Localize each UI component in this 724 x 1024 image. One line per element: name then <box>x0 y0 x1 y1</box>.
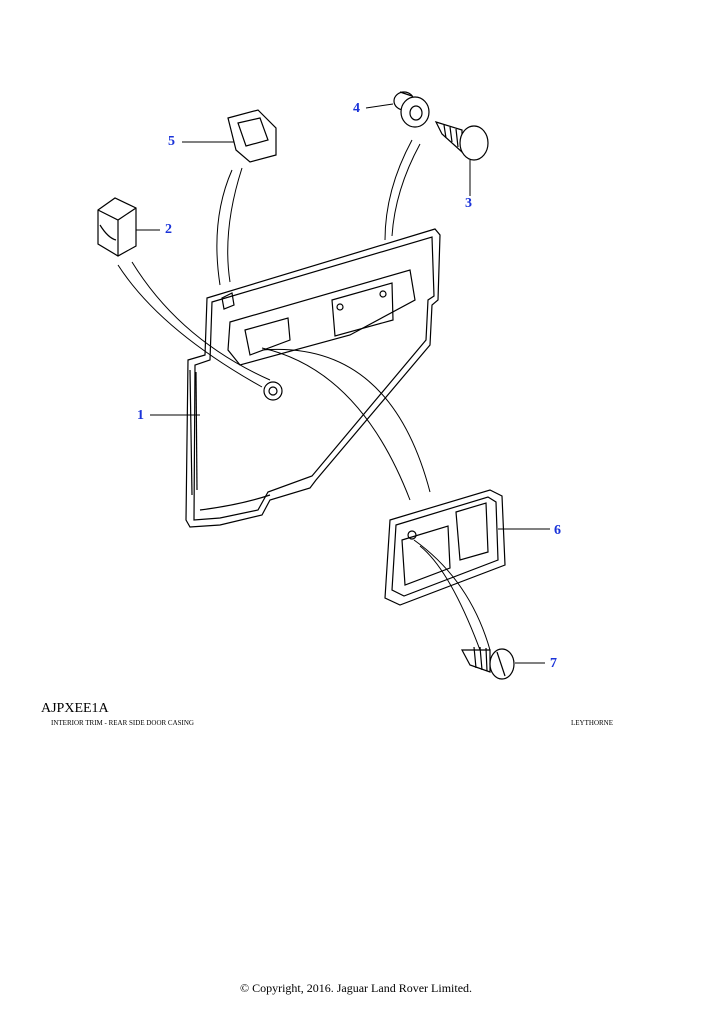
diagram-title: INTERIOR TRIM - REAR SIDE DOOR CASING <box>51 719 194 727</box>
location-label: LEYTHORNE <box>571 719 613 727</box>
callout-6[interactable]: 6 <box>554 523 561 538</box>
illustration-code: AJPXEE1A <box>41 701 109 716</box>
door-casing-panel <box>185 228 441 528</box>
callout-lines <box>136 103 550 664</box>
copyright-notice: © Copyright, 2016. Jaguar Land Rover Lim… <box>239 981 473 995</box>
callout-3[interactable]: 3 <box>465 196 472 211</box>
callout-7[interactable]: 7 <box>550 656 557 671</box>
screw-part-7 <box>461 646 515 680</box>
callout-5[interactable]: 5 <box>168 134 175 149</box>
retainer-part-5 <box>227 109 277 163</box>
leader-arcs <box>117 139 491 651</box>
callout-2[interactable]: 2 <box>165 222 172 237</box>
callout-1[interactable]: 1 <box>137 408 144 423</box>
grommet-part-4 <box>393 91 430 128</box>
handle-bezel-part-6 <box>384 489 506 606</box>
push-clip-part-3 <box>434 121 489 161</box>
trim-clip-part-2 <box>97 197 137 257</box>
callout-4[interactable]: 4 <box>353 101 360 116</box>
